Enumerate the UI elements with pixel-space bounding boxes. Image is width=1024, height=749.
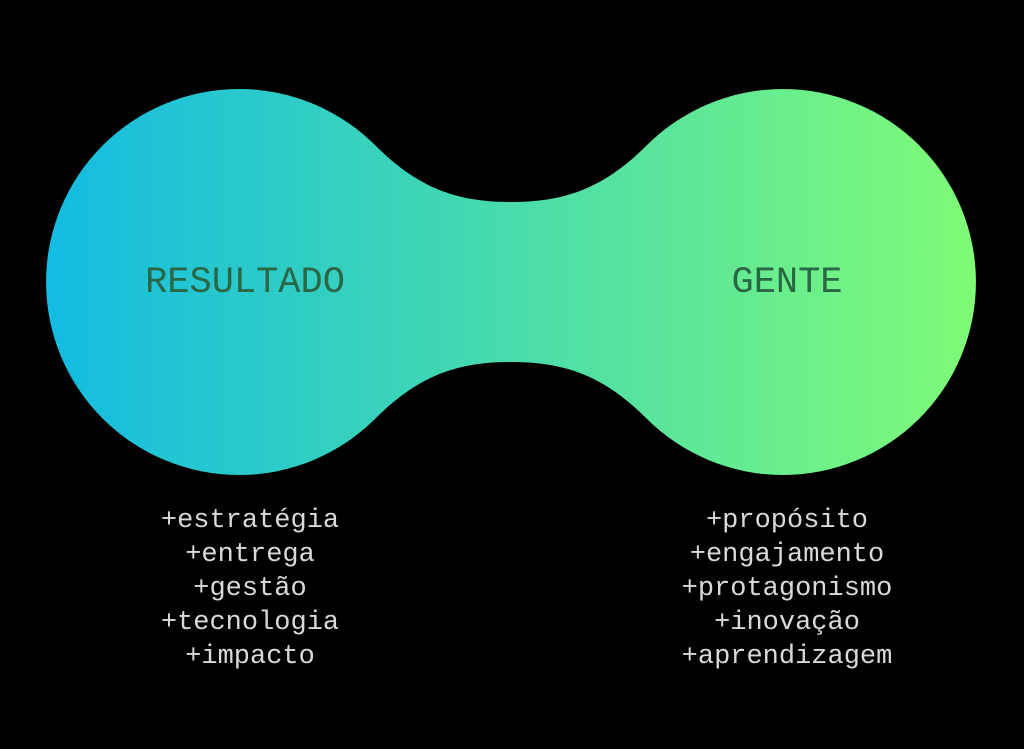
list-item: +engajamento <box>689 540 885 570</box>
gente-list: +propósito +engajamento +protagonismo +i… <box>607 504 967 674</box>
list-item: +inovação <box>714 608 860 638</box>
list-item: +tecnologia <box>160 608 340 638</box>
gente-label: GENTE <box>731 262 843 304</box>
connected-circles <box>46 88 976 476</box>
list-item: +estratégia <box>160 506 340 536</box>
resultado-list: +estratégia +entrega +gestão +tecnologia… <box>70 504 430 674</box>
list-item: +protagonismo <box>681 574 893 604</box>
list-item: +aprendizagem <box>681 642 893 672</box>
list-item: +gestão <box>193 574 307 604</box>
list-item: +entrega <box>185 540 315 570</box>
list-item: +propósito <box>705 506 869 536</box>
resultado-label: RESULTADO <box>145 262 345 304</box>
list-item: +impacto <box>185 642 315 672</box>
